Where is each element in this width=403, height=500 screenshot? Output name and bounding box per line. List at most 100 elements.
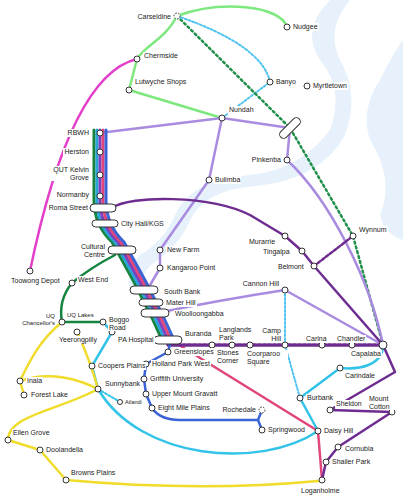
station-label: Sunnybank: [104, 380, 141, 388]
station-label: Atlandi: [124, 399, 143, 405]
route-line: [367, 0, 403, 240]
interchange-pill: [139, 299, 163, 306]
station-dot: [95, 386, 101, 392]
station-label: Belmont: [277, 263, 305, 271]
station-label: West End: [77, 276, 109, 284]
station-label: Langlands Park: [218, 326, 254, 341]
station-dot: [229, 342, 235, 348]
station-label: RBWH: [67, 129, 90, 137]
station-dot: [319, 342, 325, 348]
station-label: Buranda: [184, 330, 212, 338]
station-dot: [5, 437, 11, 443]
station-label: Woolloongabba: [174, 310, 225, 318]
route-line: [8, 389, 98, 440]
station-label: Stones Corner: [216, 349, 244, 364]
station-dot: [17, 378, 23, 384]
station-label: Lutwyche Shops: [134, 78, 187, 86]
station-dot: [299, 248, 305, 254]
station-dot: [267, 79, 273, 85]
route-line: [129, 16, 222, 118]
station-label: Bulimba: [214, 176, 241, 184]
station-dot: [63, 477, 69, 483]
station-dot: [319, 477, 325, 483]
station-label: Eight Mile Plains: [157, 404, 211, 412]
station-dot: [21, 392, 27, 398]
station-label: Holland Park West: [151, 360, 211, 368]
station-label: PA Hospital: [117, 336, 155, 344]
station-label: Ellen Grove: [12, 429, 51, 437]
station-dot: [284, 157, 290, 163]
station-label: Forest Lake: [30, 391, 69, 399]
station-label: South Bank: [163, 288, 201, 296]
route-line: [112, 199, 383, 345]
station-dot: [349, 342, 355, 348]
route-line: [129, 0, 403, 292]
station-label: Normanby: [56, 191, 90, 199]
station-label: Upper Mount Gravatt: [151, 390, 218, 398]
station-label: Toowong Depot: [10, 277, 61, 285]
interchange-pill: [130, 286, 158, 294]
station-label: City Hall/KGS: [120, 220, 165, 228]
station-label: Doolandella: [45, 446, 84, 454]
route-line: [61, 255, 115, 322]
route-line: [322, 345, 395, 480]
station-dot: [74, 329, 80, 335]
station-dot: [282, 342, 288, 348]
route-line: [20, 322, 62, 395]
station-dot: [97, 193, 103, 199]
station-dot: [259, 407, 265, 413]
interchange-pill: [278, 116, 302, 140]
station-label: QUT Kelvin Grove: [44, 166, 90, 181]
station-dot: [282, 233, 288, 239]
route-line: [144, 340, 262, 430]
station-label: Banyo: [275, 78, 297, 86]
station-label: Rochedale: [222, 406, 257, 414]
station-dot: [97, 149, 103, 155]
station-label: Yeerongpilly: [58, 336, 98, 344]
station-label: New Farm: [166, 246, 200, 254]
station-dot: [143, 391, 149, 397]
station-label: Cultural Centre: [72, 243, 106, 258]
station-label: Camp Hill: [258, 327, 282, 342]
station-dot: [165, 349, 171, 355]
station-dot: [134, 56, 140, 62]
station-label: Herston: [63, 148, 90, 156]
route-line: [99, 118, 383, 345]
station-dot: [350, 233, 356, 239]
station-label: Cannon Hill: [242, 280, 280, 288]
station-label: Boggo Road: [108, 316, 136, 331]
station-label: Greenslopes: [173, 348, 215, 356]
station-label: Myrtletown: [312, 82, 348, 90]
station-label: Shailer Park: [331, 458, 371, 466]
station-label: Carindale: [344, 372, 376, 380]
route-line: [157, 290, 383, 345]
station-label: Loganholme: [300, 487, 341, 495]
station-dot: [37, 447, 43, 453]
station-dot: [335, 444, 341, 450]
station-dot: [97, 130, 103, 136]
route-line: [20, 376, 98, 389]
station-dot: [69, 280, 75, 286]
station-dot: [282, 287, 288, 293]
station-dot: [27, 268, 33, 274]
station-dot: [97, 172, 103, 178]
station-label: UQ Lakes: [66, 312, 95, 319]
map-group: [8, 7, 395, 487]
route-line: [314, 236, 353, 266]
station-label: Chermside: [143, 52, 179, 60]
station-dot: [100, 319, 106, 325]
interchange-pill: [141, 309, 169, 317]
station-label: Carseldine: [137, 13, 172, 21]
station-label: UQ Chancellor's: [20, 313, 56, 326]
route-line: [98, 389, 120, 402]
station-dot: [297, 395, 303, 401]
station-dot: [323, 459, 329, 465]
station-label: Wynnum: [358, 226, 388, 234]
route-line: [177, 16, 383, 345]
route-line: [177, 7, 287, 27]
station-label: Roma Street: [48, 204, 89, 212]
route-line: [300, 345, 383, 431]
station-label: Murarrie: [248, 238, 276, 246]
